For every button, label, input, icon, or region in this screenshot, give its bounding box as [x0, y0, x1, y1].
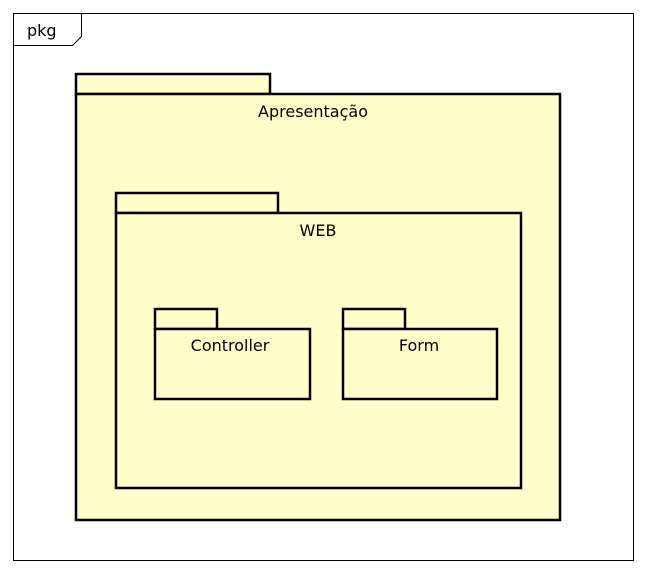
package-form-tab	[341, 307, 407, 331]
diagram-frame: pkg	[13, 13, 634, 561]
package-controller-body	[153, 327, 312, 401]
package-web-label: WEB	[300, 221, 337, 240]
package-controller-tab	[153, 307, 219, 331]
package-form-body	[341, 327, 499, 401]
package-apresentacao-tab	[74, 72, 272, 96]
package-controller[interactable]: Controller	[153, 307, 312, 401]
package-web-tab	[114, 191, 280, 215]
frame-label: pkg	[27, 21, 57, 40]
frame-label-tab	[13, 13, 82, 46]
package-form[interactable]: Form	[341, 307, 499, 401]
frame-border	[13, 13, 634, 561]
package-controller-label: Controller	[191, 336, 270, 355]
package-form-label: Form	[399, 336, 439, 355]
package-apresentacao-label: Apresentação	[258, 102, 368, 121]
